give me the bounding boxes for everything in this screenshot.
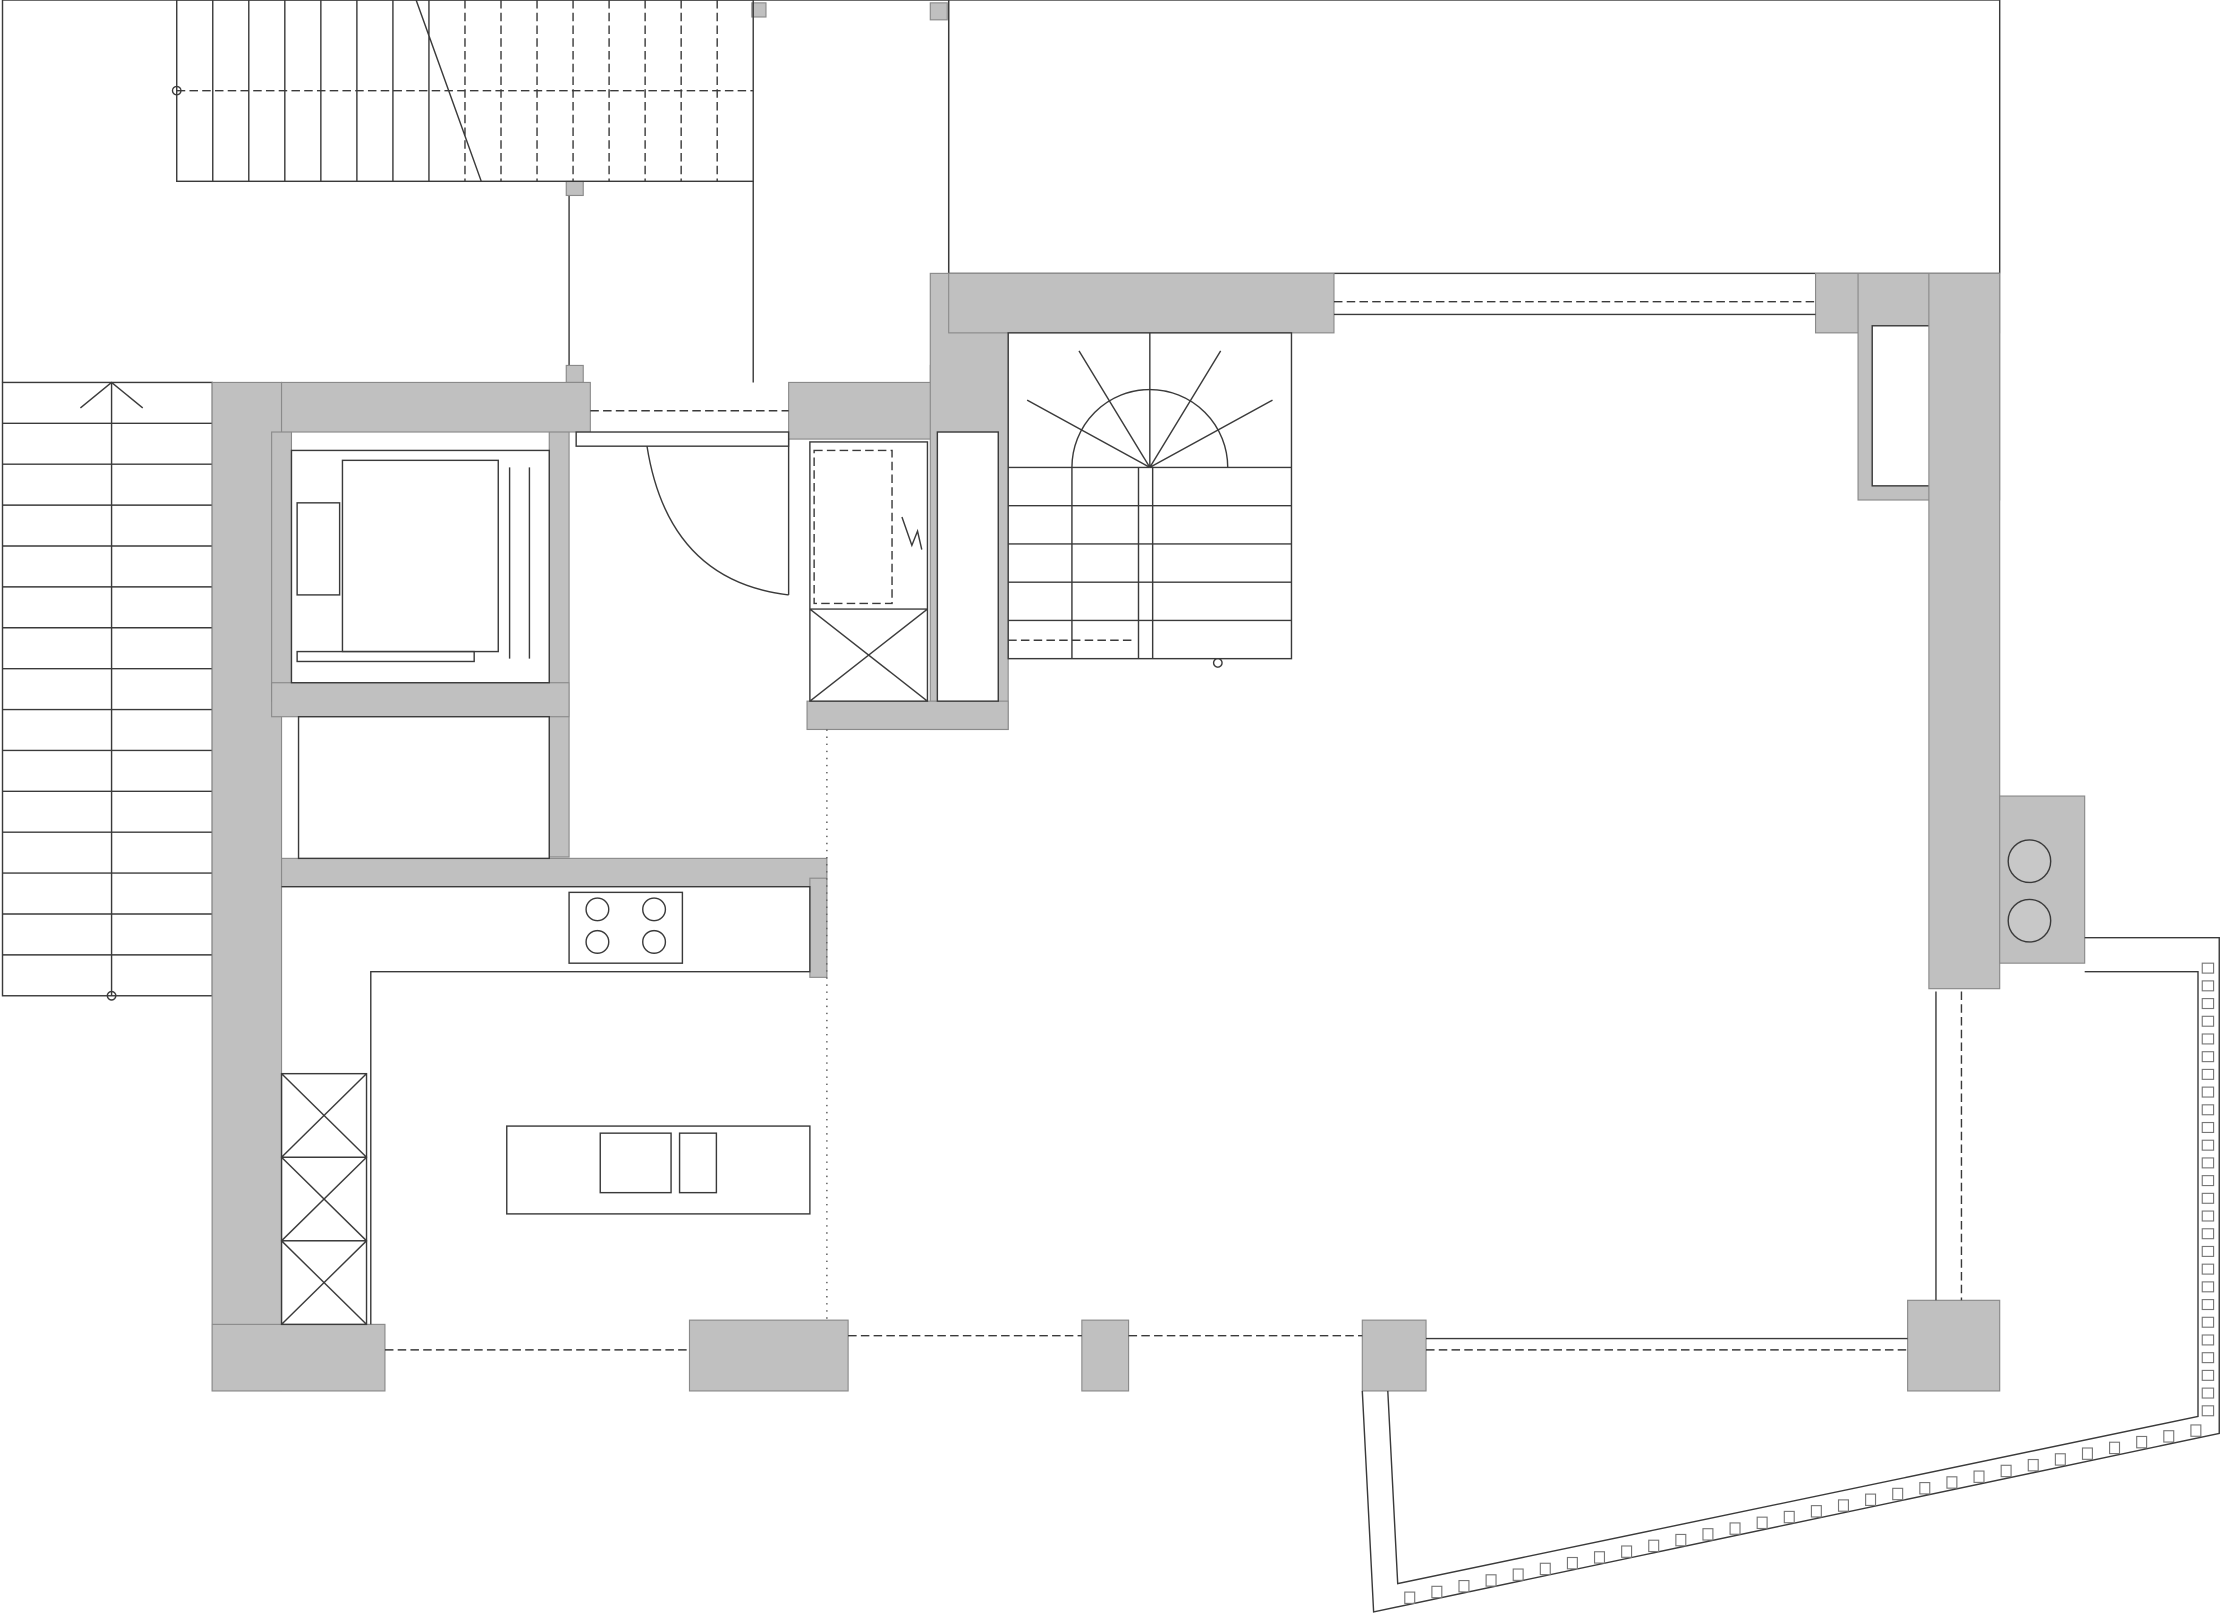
railing-post [2081,1447,2093,1460]
railing-post [2201,1086,2215,1098]
railing-post [2201,1263,2215,1275]
railing-post [1756,1516,1768,1530]
railing-post [1539,1562,1551,1576]
railing-post [1566,1556,1578,1570]
railing-post [2201,1033,2215,1045]
railing-post [2201,1192,2215,1204]
railing-post [2201,1228,2215,1240]
railing-post [2201,1139,2215,1151]
railing-post [2201,1299,2215,1311]
stair-tread [1026,399,1151,469]
railing-post [2027,1458,2039,1472]
stair-tread [1149,399,1273,469]
kitchen-island [506,1125,811,1215]
storage-room [297,716,550,860]
windows [384,300,1963,1351]
top-staircase [171,0,754,183]
railing-post [2201,1245,2215,1257]
railing-post [1892,1487,1904,1501]
railing-post [2201,980,2215,992]
railing-post [1404,1591,1416,1604]
railing-post [1648,1539,1660,1553]
railing-post [1946,1476,1958,1489]
entry-door [575,431,790,596]
cooktop [568,891,684,964]
railing-post [2201,1334,2215,1346]
railing-post [1675,1533,1687,1547]
stair-tread [1078,350,1151,468]
railing-post [2109,1441,2121,1455]
railing-post [2201,1015,2215,1027]
railing-post [1810,1505,1822,1518]
cabinet [280,1240,368,1326]
railing-post [2136,1435,2148,1449]
railing-post [2054,1453,2066,1466]
tall-cabinets [280,1072,368,1326]
railing-post [2201,1121,2215,1134]
railing-post [2201,1210,2215,1222]
site-outline [1,0,2001,384]
walls [211,272,2086,1392]
sink [599,1132,672,1194]
left-staircase [1,381,213,1001]
railing-post [1973,1470,1985,1483]
railing-post [1431,1585,1443,1599]
railing-post [2201,1316,2215,1328]
railing-post [2201,1104,2215,1116]
railing-post [1485,1574,1497,1587]
kitchen [280,885,811,1326]
railing-post [1702,1528,1714,1541]
railing-post [1621,1545,1633,1558]
stair-tread [1149,350,1222,468]
railing-post [2201,1175,2215,1187]
spiral-staircase [1007,332,1293,668]
railing-post [2163,1430,2175,1443]
railing-post [2201,1387,2215,1399]
railing-post [1512,1568,1524,1581]
railing-post [1919,1482,1931,1495]
railing-post [1458,1579,1470,1593]
railing-post [2201,998,2215,1010]
railing-post [1593,1551,1606,1564]
balcony [1361,936,2220,1613]
closet [809,431,999,702]
elevator [290,449,550,684]
railing-post [2190,1424,2202,1437]
railing-post [2201,1405,2215,1417]
railing-post [2201,1352,2215,1364]
railing-post [2201,1281,2215,1293]
railing-post [2201,962,2215,974]
railing-post [1837,1499,1849,1512]
railing-post [1783,1510,1795,1524]
railing-post [1865,1493,1877,1507]
railing-post [2201,1068,2215,1080]
railing-post [2000,1464,2012,1478]
railing-post [2201,1369,2215,1381]
railing-post [1729,1522,1741,1535]
railing-post [2201,1051,2215,1063]
railing-post [2201,1157,2215,1169]
